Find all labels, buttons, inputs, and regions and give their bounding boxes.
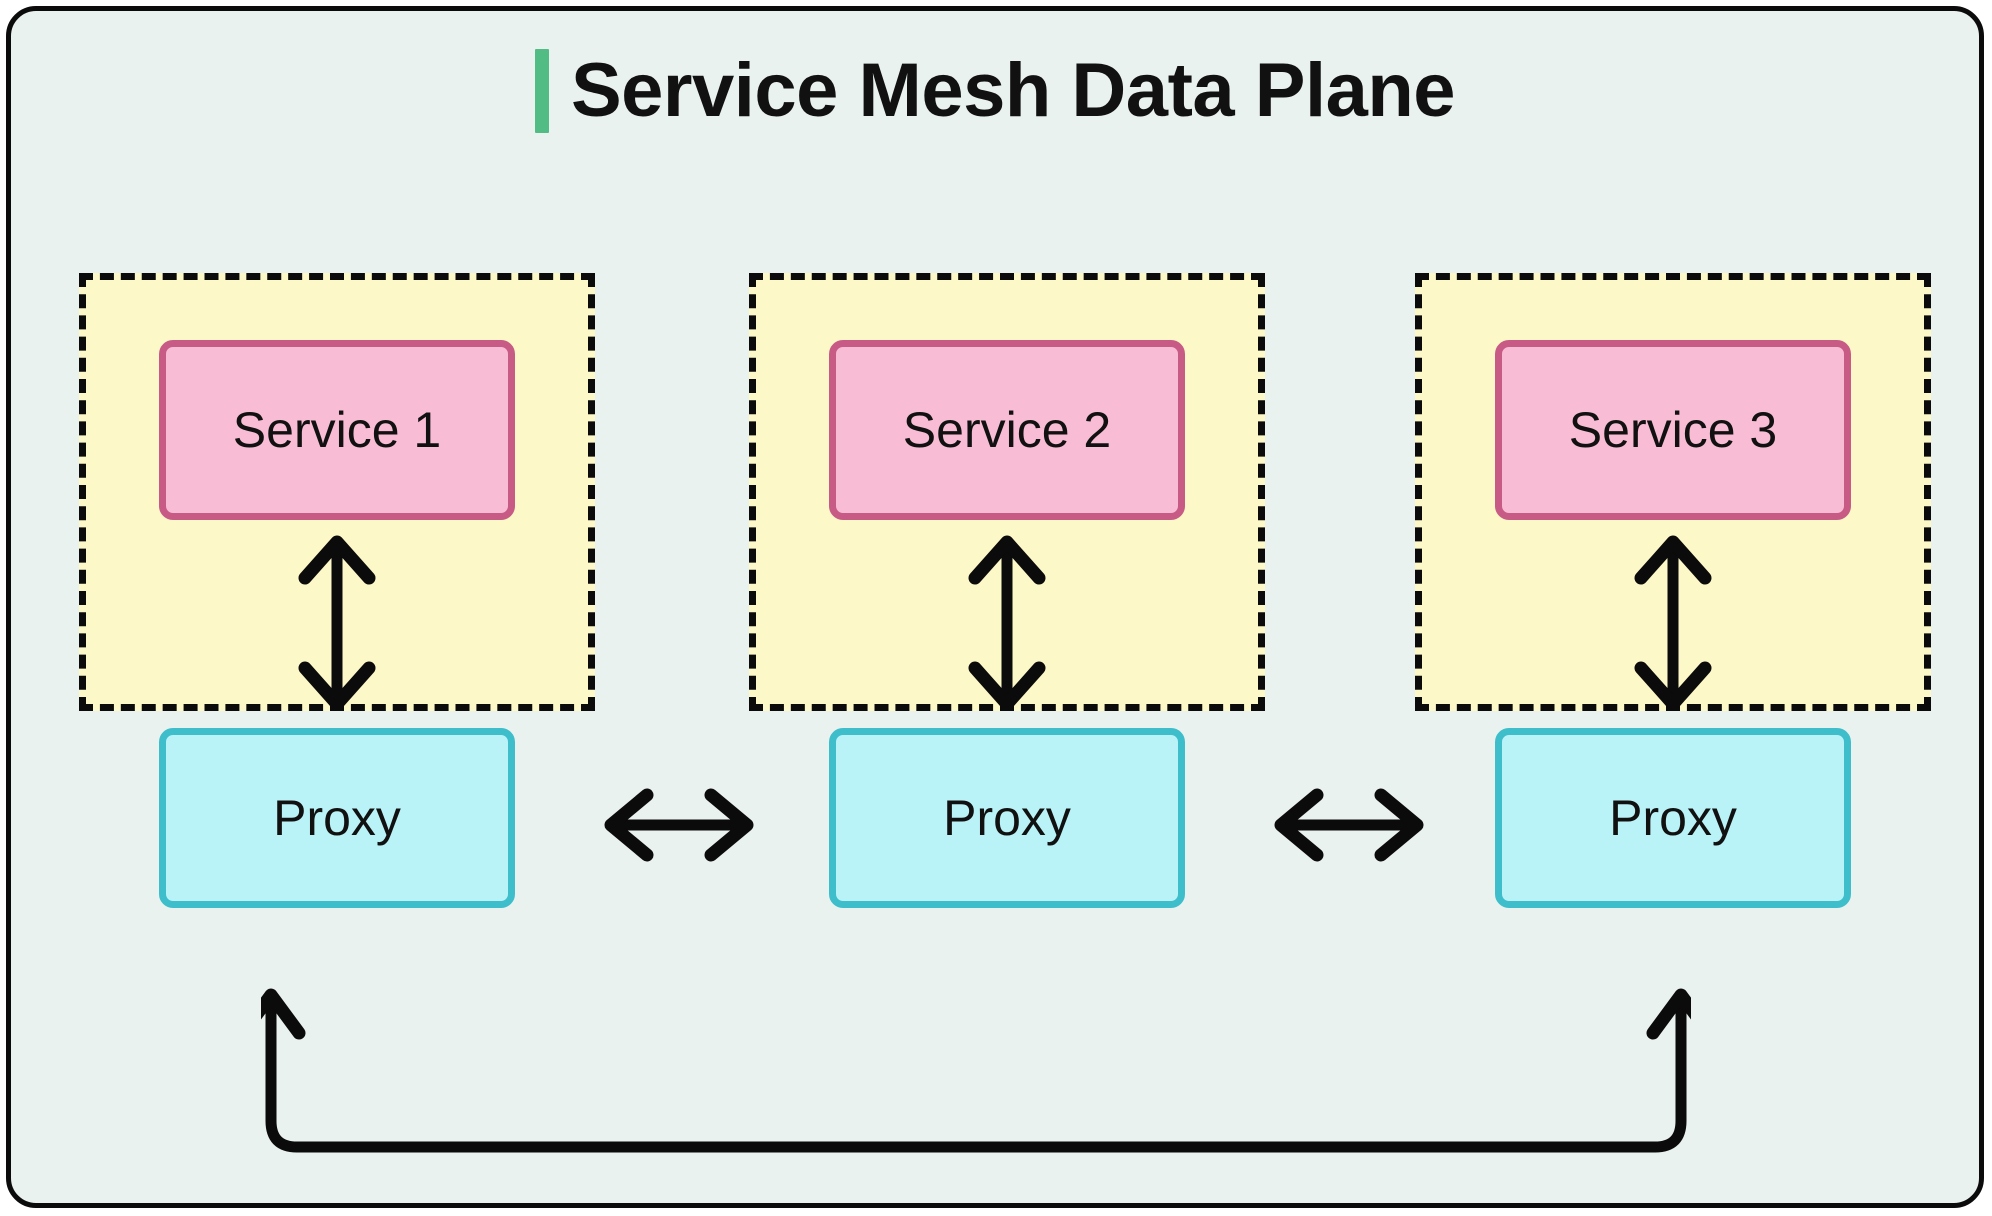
service-box-3[interactable]: Service 3 — [1495, 340, 1851, 520]
title-accent-bar — [534, 49, 549, 133]
service-box-1-label: Service 1 — [232, 402, 442, 458]
feedback-loop-arrow — [261, 988, 1691, 1153]
proxy-box-2-label: Proxy — [943, 790, 1071, 846]
proxy-box-2[interactable]: Proxy — [829, 728, 1185, 908]
service-group-2: Service 2 Proxy — [749, 273, 1265, 908]
proxy-box-3-label: Proxy — [1609, 790, 1737, 846]
proxy-box-1-label: Proxy — [273, 790, 401, 846]
service-proxy-arrow-1 — [298, 535, 376, 711]
service-box-3-label: Service 3 — [1568, 402, 1778, 458]
service-proxy-arrow-2 — [968, 535, 1046, 711]
service-proxy-arrow-3 — [1634, 535, 1712, 711]
service-box-1[interactable]: Service 1 — [159, 340, 515, 520]
diagram-title-row: Service Mesh Data Plane — [11, 49, 1979, 133]
proxy-link-arrow-2-3 — [1274, 788, 1424, 862]
proxy-box-1[interactable]: Proxy — [159, 728, 515, 908]
service-box-2-label: Service 2 — [902, 402, 1112, 458]
page-title: Service Mesh Data Plane — [570, 48, 1456, 133]
service-group-1: Service 1 Proxy — [79, 273, 595, 908]
service-box-2[interactable]: Service 2 — [829, 340, 1185, 520]
diagram-canvas: Service Mesh Data Plane Service 1 Proxy … — [6, 6, 1984, 1208]
proxy-link-arrow-1-2 — [604, 788, 754, 862]
service-group-3: Service 3 Proxy — [1415, 273, 1931, 908]
proxy-box-3[interactable]: Proxy — [1495, 728, 1851, 908]
